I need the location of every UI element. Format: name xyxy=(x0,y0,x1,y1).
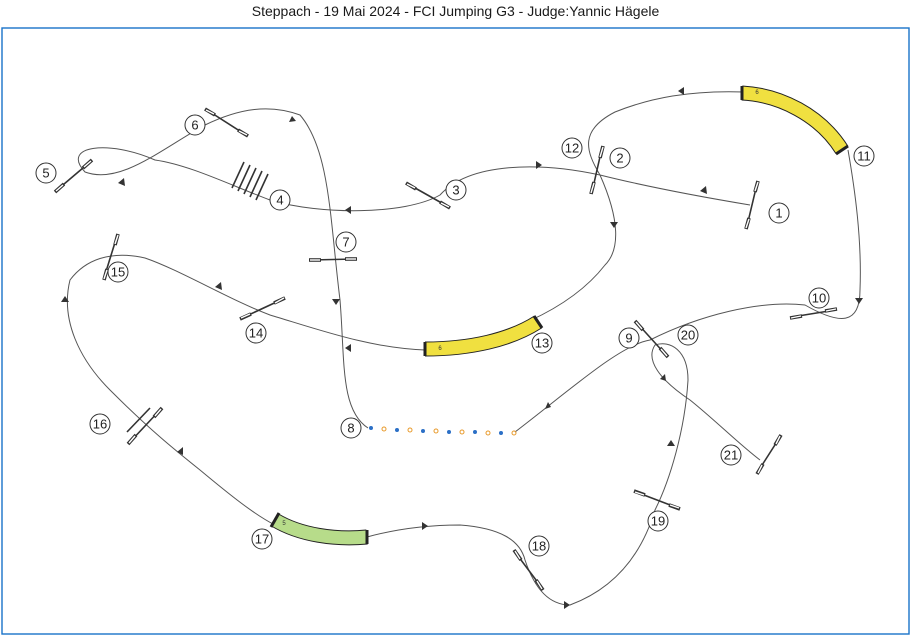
arrow-icon xyxy=(667,440,675,446)
arrow-icon xyxy=(289,116,296,122)
arrow-icon xyxy=(700,186,707,194)
jump-3 xyxy=(405,181,451,210)
jump-7 xyxy=(309,257,357,262)
obstacle-number-2: 2 xyxy=(609,147,631,169)
svg-text:17: 17 xyxy=(255,532,269,547)
svg-text:2: 2 xyxy=(616,151,623,166)
jump-10 xyxy=(789,307,838,320)
svg-text:21: 21 xyxy=(724,448,738,463)
obstacle-number-18: 18 xyxy=(528,535,550,557)
jump-2 xyxy=(589,145,605,195)
tunnel-11: 6 xyxy=(740,85,849,156)
svg-text:16: 16 xyxy=(93,417,107,432)
jump-9-20 xyxy=(633,319,670,359)
tunnel-label: 5 xyxy=(282,521,286,527)
arrow-icon xyxy=(678,87,684,95)
arrow-icon xyxy=(422,522,428,530)
jump-14 xyxy=(239,296,286,321)
arrow-icon xyxy=(545,402,551,409)
obstacle-number-19: 19 xyxy=(647,510,669,532)
jump-18 xyxy=(512,548,545,592)
jump-21 xyxy=(755,434,783,475)
arrow-icon xyxy=(215,282,222,290)
obstacle-number-7: 7 xyxy=(335,231,357,253)
arrow-icon xyxy=(536,161,542,169)
weave-poles-8 xyxy=(369,426,517,436)
tunnel-17: 5 xyxy=(269,512,369,546)
svg-text:12: 12 xyxy=(565,141,579,156)
jump-6 xyxy=(204,107,249,138)
obstacle-number-9: 9 xyxy=(618,327,640,349)
arrow-icon xyxy=(345,344,351,352)
obstacle-number-8: 8 xyxy=(340,417,362,439)
svg-text:7: 7 xyxy=(342,235,349,250)
tunnel-13: 6 xyxy=(423,315,544,357)
jump-5 xyxy=(53,158,94,194)
obstacle-number-1: 1 xyxy=(768,202,790,224)
long-jump-4 xyxy=(231,161,269,201)
svg-text:11: 11 xyxy=(857,149,871,164)
arrow-icon xyxy=(610,222,618,228)
arena-border xyxy=(1,27,910,635)
jump-15 xyxy=(102,233,120,281)
svg-text:3: 3 xyxy=(452,183,459,198)
obstacle-number-21: 21 xyxy=(720,444,742,466)
svg-text:14: 14 xyxy=(249,326,263,341)
arrow-icon xyxy=(564,601,570,609)
obstacle-number-3: 3 xyxy=(445,179,467,201)
obstacle-number-20: 20 xyxy=(677,324,699,346)
obstacle-number-14: 14 xyxy=(245,322,267,344)
tunnel-label: 6 xyxy=(755,90,759,96)
arrow-icon xyxy=(345,206,351,214)
obstacle-number-6: 6 xyxy=(184,114,206,136)
obstacle-number-17: 17 xyxy=(251,528,273,550)
arrow-icon xyxy=(61,296,69,302)
obstacle-number-11: 11 xyxy=(853,145,875,167)
svg-text:1: 1 xyxy=(775,206,782,221)
obstacle-number-5: 5 xyxy=(35,162,57,184)
svg-text:10: 10 xyxy=(812,291,826,306)
svg-text:9: 9 xyxy=(625,331,632,346)
direction-arrows xyxy=(61,87,863,609)
jump-16 xyxy=(126,406,164,446)
svg-text:20: 20 xyxy=(681,328,695,343)
svg-text:4: 4 xyxy=(276,193,283,208)
svg-text:19: 19 xyxy=(651,514,665,529)
obstacle-number-10: 10 xyxy=(808,287,830,309)
tunnel-label: 6 xyxy=(438,346,442,352)
arrow-icon xyxy=(660,374,666,381)
arrow-icon xyxy=(855,298,863,304)
obstacle-number-13: 13 xyxy=(531,332,553,354)
arrow-icon xyxy=(177,447,183,455)
svg-text:8: 8 xyxy=(347,421,354,436)
svg-text:6: 6 xyxy=(191,118,198,133)
jump-19 xyxy=(633,489,681,511)
arrow-icon xyxy=(118,178,125,186)
obstacle-number-16: 16 xyxy=(89,413,111,435)
svg-text:15: 15 xyxy=(111,265,125,280)
obstacle-number-12: 12 xyxy=(561,137,583,159)
svg-text:13: 13 xyxy=(535,336,549,351)
jump-1 xyxy=(744,180,760,230)
arrow-icon xyxy=(332,299,340,305)
svg-text:5: 5 xyxy=(42,166,49,181)
obstacle-number-15: 15 xyxy=(107,261,129,283)
svg-text:18: 18 xyxy=(532,539,546,554)
obstacle-number-4: 4 xyxy=(269,189,291,211)
page-title: Steppach - 19 Mai 2024 - FCI Jumping G3 … xyxy=(251,3,660,19)
